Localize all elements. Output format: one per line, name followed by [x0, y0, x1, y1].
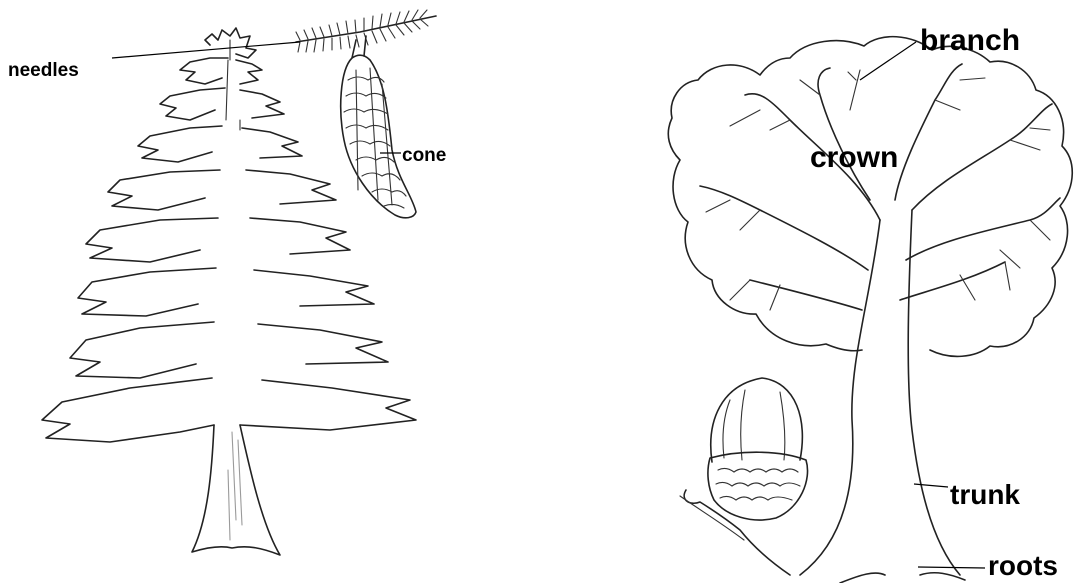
acorn-cap — [708, 452, 808, 520]
label-crown: crown — [810, 143, 898, 173]
conifer-tier-8 — [70, 322, 388, 378]
conifer-tier-5 — [108, 170, 336, 210]
label-roots: roots — [988, 552, 1058, 580]
cone-scales — [344, 68, 406, 208]
deciduous-roots — [840, 573, 965, 583]
crown-outline — [668, 37, 1072, 357]
conifer-tier-6 — [86, 218, 350, 262]
roots-leader-line — [918, 567, 985, 568]
label-branch: branch — [920, 26, 1020, 56]
acorn-twig-inner — [680, 496, 744, 540]
needle-sprig-illustration — [296, 10, 436, 52]
label-cone: cone — [402, 146, 446, 165]
label-needles: needles — [8, 61, 79, 80]
acorn-twig — [684, 490, 790, 575]
pine-cone-illustration — [341, 36, 416, 218]
deciduous-trunk-left-edge — [800, 220, 880, 575]
conifer-tier-7 — [78, 268, 374, 316]
crown-main-limbs — [700, 64, 1060, 310]
conifer-trunk — [192, 425, 280, 555]
label-trunk: trunk — [950, 481, 1020, 509]
deciduous-trunk-right-edge — [908, 210, 960, 575]
conifer-tier-3 — [160, 88, 284, 120]
conifer-spine — [226, 40, 240, 130]
needles-leader-line — [112, 42, 300, 58]
conifer-tier-9 — [42, 378, 416, 442]
conifer-tree-illustration — [42, 28, 416, 555]
conifer-trunk-shading — [228, 432, 242, 540]
branch-leader-line — [860, 42, 916, 80]
cone-outline — [341, 55, 416, 218]
conifer-tier-2 — [180, 58, 262, 84]
acorn-illustration — [680, 378, 808, 575]
acorn-cap-texture — [716, 468, 800, 500]
trunk-leader-line — [914, 484, 948, 487]
conifer-tier-4 — [138, 126, 302, 162]
crown-twigs — [706, 70, 1050, 310]
acorn-nut-shading — [723, 390, 785, 460]
